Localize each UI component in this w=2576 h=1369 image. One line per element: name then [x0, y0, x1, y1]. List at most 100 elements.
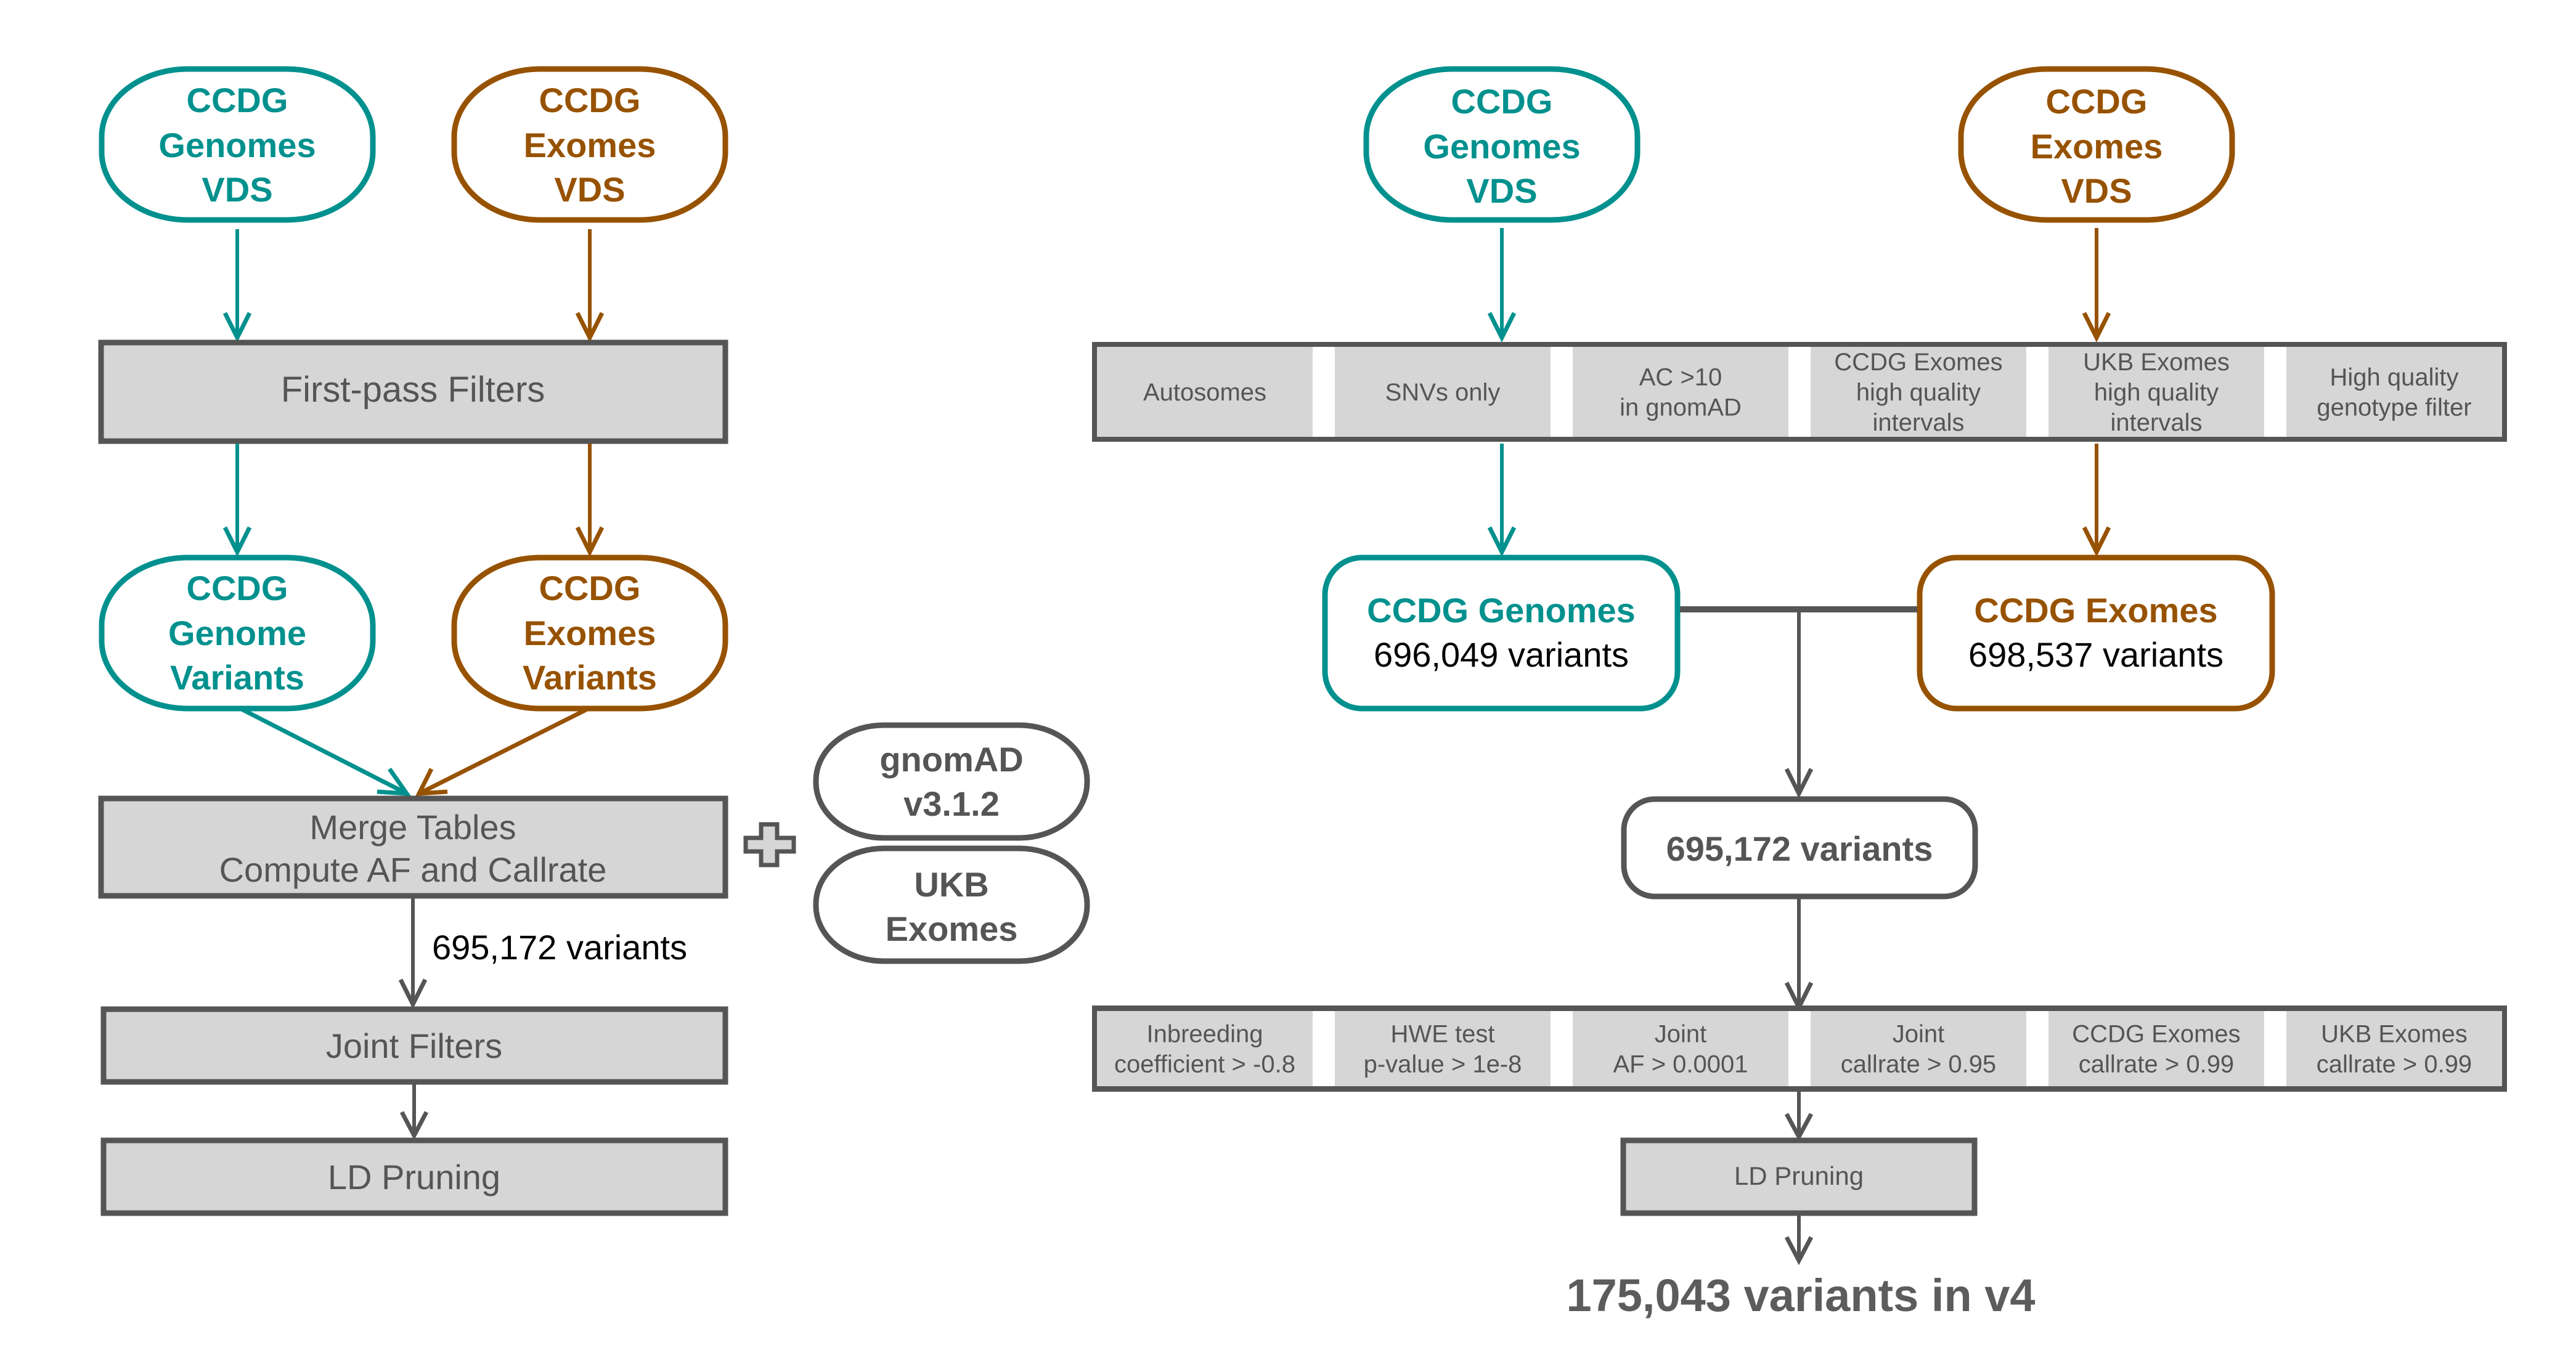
- joint-filter-cell-background: [2286, 1011, 2502, 1086]
- ukb-exomes-node: UKB Exomes: [813, 845, 1090, 964]
- left-exomes-variants-node: CCDG Exomes Variants: [451, 555, 728, 712]
- left-merge-tables-box: Merge Tables Compute AF and Callrate: [98, 795, 728, 899]
- first-pass-filter-cell: SNVs only: [1335, 347, 1551, 437]
- right-ld-pruning-box: LD Pruning: [1620, 1137, 1978, 1216]
- joint-filter-cell-background: [1097, 1011, 1313, 1086]
- box-label: Joint Filters: [326, 1026, 502, 1065]
- box-label-line: Compute AF and Callrate: [219, 850, 607, 889]
- node-label-line: CCDG: [539, 81, 641, 120]
- left-arrow-merge-to-joint-filters: [398, 898, 428, 1009]
- left-arrow-filters-to-exomes-variants: [575, 444, 605, 557]
- right-arrow-joint-to-ld: [1784, 1092, 1814, 1142]
- first-pass-filter-cell-label-line: High quality: [2329, 364, 2458, 391]
- first-pass-filter-cell-label-line: high quality: [2094, 379, 2219, 406]
- first-pass-filter-cell: Autosomes: [1097, 347, 1313, 437]
- right-genomes-result-node: CCDG Genomes 696,049 variants: [1322, 555, 1681, 712]
- left-arrow-exomes-to-filters: [575, 229, 605, 343]
- node-label-line: Genome: [168, 614, 306, 652]
- node-label-line: Genomes: [158, 126, 316, 165]
- joint-filter-cell-label-line: HWE test: [1391, 1021, 1495, 1048]
- node-count: 698,537 variants: [1968, 635, 2223, 674]
- node-label-line: Exomes: [524, 126, 656, 165]
- first-pass-filter-cell-label-line: AC >10: [1639, 364, 1722, 391]
- node-label-line: CCDG: [187, 81, 288, 120]
- first-pass-filter-cell-label-line: SNVs only: [1385, 379, 1501, 406]
- left-merged-count: 695,172 variants: [432, 928, 687, 967]
- box-label: First-pass Filters: [281, 370, 545, 410]
- right-panel: CCDG Genomes VDS CCDG Exomes VDS Autosom…: [1092, 66, 2507, 1321]
- left-arrow-genome-variants-to-merge: [239, 706, 412, 796]
- node-label-line: gnomAD: [879, 740, 1023, 779]
- right-exomes-result-node: CCDG Exomes 698,537 variants: [1917, 555, 2275, 712]
- first-pass-filter-cell-background: [2286, 347, 2502, 437]
- first-pass-filter-cell: AC >10 in gnomAD: [1573, 347, 1788, 437]
- joint-filter-cell-label-line: Joint: [1893, 1021, 1945, 1048]
- right-first-pass-filter-bar: Autosomes SNVs only AC >10 in gnomAD CCDG Ex…: [1092, 342, 2507, 442]
- right-join-connector: [1680, 606, 1917, 798]
- node-label-line: Variants: [523, 658, 657, 697]
- left-first-pass-filters-box: First-pass Filters: [98, 339, 728, 444]
- right-arrow-filters-to-genomes-result: [1487, 444, 1517, 557]
- first-pass-filter-cell-label-line: CCDG Exomes: [1834, 349, 2002, 376]
- left-ld-pruning-box: LD Pruning: [100, 1137, 728, 1216]
- joint-filter-cell-label-line: UKB Exomes: [2321, 1021, 2468, 1048]
- first-pass-filter-cell-label-line: in gnomAD: [1620, 394, 1742, 421]
- right-arrow-ld-to-final: [1784, 1216, 1814, 1265]
- right-arrow-merged-to-joint-filters: [1784, 899, 1814, 1012]
- right-exomes-vds-node: CCDG Exomes VDS: [1958, 66, 2235, 223]
- first-pass-filter-cell-background: [1097, 347, 1313, 437]
- joint-filter-cell-label-line: callrate > 0.99: [2317, 1050, 2472, 1078]
- node-label-line: CCDG: [187, 569, 288, 607]
- node-title: CCDG Exomes: [1974, 591, 2217, 630]
- node-title: CCDG Genomes: [1367, 591, 1636, 630]
- joint-filter-cell-label-line: p-value > 1e-8: [1364, 1050, 1522, 1078]
- node-label-line: Exomes: [524, 614, 656, 652]
- left-arrow-filters-to-genome-variants: [222, 444, 252, 557]
- right-arrow-genomes-to-filters: [1487, 228, 1517, 343]
- node-label-line: Variants: [170, 658, 304, 697]
- node-label-line: VDS: [554, 170, 625, 209]
- node-label-line: Exomes: [2031, 127, 2163, 166]
- node-count: 695,172 variants: [1666, 829, 1933, 868]
- joint-filter-cell-label-line: coefficient > -0.8: [1114, 1050, 1295, 1078]
- right-arrow-exomes-to-filters: [2082, 228, 2111, 343]
- node-label-line: Exomes: [886, 909, 1018, 948]
- left-arrow-genomes-to-filters: [222, 229, 252, 343]
- joint-filter-cell-label-line: callrate > 0.99: [2079, 1050, 2234, 1078]
- node-label-line: CCDG: [539, 569, 641, 607]
- joint-filter-cell-background: [1335, 1011, 1551, 1086]
- box-label: LD Pruning: [1734, 1161, 1864, 1190]
- joint-filter-cell-background: [1811, 1011, 2026, 1086]
- first-pass-filter-cell-label-line: UKB Exomes: [2083, 349, 2230, 376]
- first-pass-filter-cell-label-line: high quality: [1856, 379, 1981, 406]
- node-label-line: UKB: [914, 865, 988, 904]
- gnomad-node: gnomAD v3.1.2: [813, 722, 1090, 841]
- first-pass-filter-cell-label-line: intervals: [1873, 409, 1965, 436]
- joint-filter-cell-background: [2048, 1011, 2264, 1086]
- first-pass-filter-cell-background: [2048, 347, 2264, 437]
- node-count: 696,049 variants: [1374, 635, 1629, 674]
- first-pass-filter-cell-background: [1335, 347, 1551, 437]
- joint-filter-cell-label-line: Inbreeding: [1146, 1021, 1263, 1048]
- left-panel: CCDG Genomes VDS CCDG Exomes VDS First-p…: [98, 66, 1090, 1216]
- node-label-line: CCDG: [2046, 82, 2148, 121]
- joint-filter-cell-label-line: Joint: [1655, 1021, 1707, 1048]
- joint-filter-cell-label-line: CCDG Exomes: [2072, 1021, 2240, 1048]
- right-arrow-filters-to-exomes-result: [2082, 444, 2111, 557]
- left-genome-variants-node: CCDG Genome Variants: [99, 555, 376, 712]
- node-label-line: VDS: [202, 170, 272, 209]
- node-label-line: CCDG: [1451, 82, 1553, 121]
- left-genomes-vds-node: CCDG Genomes VDS: [99, 66, 376, 223]
- first-pass-filter-cell-background: [1811, 347, 2026, 437]
- left-arrow-exomes-variants-to-merge: [415, 706, 590, 796]
